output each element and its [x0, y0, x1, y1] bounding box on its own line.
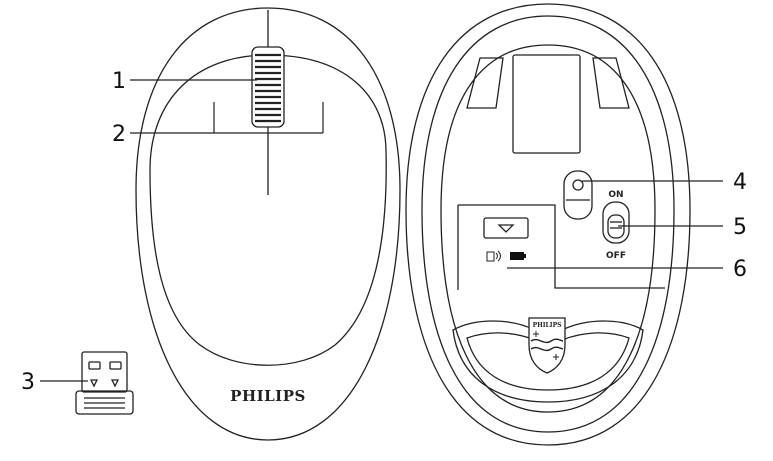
usb-receiver: [75, 351, 134, 415]
connect-button: [563, 170, 593, 220]
battery-latch: [483, 217, 529, 239]
mouse-top-view: [135, 7, 401, 441]
front-right-foot: [592, 57, 630, 109]
callout-number-1: 1: [112, 69, 126, 94]
power-switch: [602, 201, 630, 244]
battery-compartment: [458, 204, 665, 289]
scroll-wheel-ridges: [255, 53, 281, 123]
callout-number-2: 2: [112, 122, 126, 147]
callout-number-3: 3: [21, 370, 35, 395]
front-left-foot: [466, 57, 504, 109]
low-battery-indicator-icon: [486, 250, 501, 262]
switch-off-label: OFF: [606, 251, 626, 261]
brand-logo-text: PHILIPS: [230, 387, 306, 405]
rear-foot: [452, 320, 644, 403]
shield-brand-text: PHILIPS: [533, 322, 562, 329]
mouse-bottom-outer: [405, 3, 691, 446]
callout-number-5: 5: [733, 215, 747, 240]
switch-on-label: ON: [608, 190, 623, 200]
philips-shield-logo: PHILIPS: [528, 317, 566, 374]
mouse-bottom-inner: [421, 15, 675, 433]
leader-lines: [40, 79, 723, 382]
mouse-bottom-view: [405, 3, 691, 446]
connect-button-dot: [572, 179, 584, 191]
mouse-bottom-base: [440, 44, 656, 413]
mouse-top-palm-area: [149, 54, 387, 366]
callout-number-4: 4: [733, 170, 747, 195]
battery-status-icons: [486, 250, 526, 262]
mouse-top-outline: [135, 7, 401, 441]
usb-cap: [75, 390, 134, 415]
rear-foot-inner: [466, 332, 630, 391]
sensor-window: [512, 54, 581, 154]
latch-arrow-icon: [497, 224, 515, 233]
callout-number-6: 6: [733, 257, 747, 282]
usb-plug: [81, 351, 128, 393]
battery-icon: [510, 252, 524, 260]
